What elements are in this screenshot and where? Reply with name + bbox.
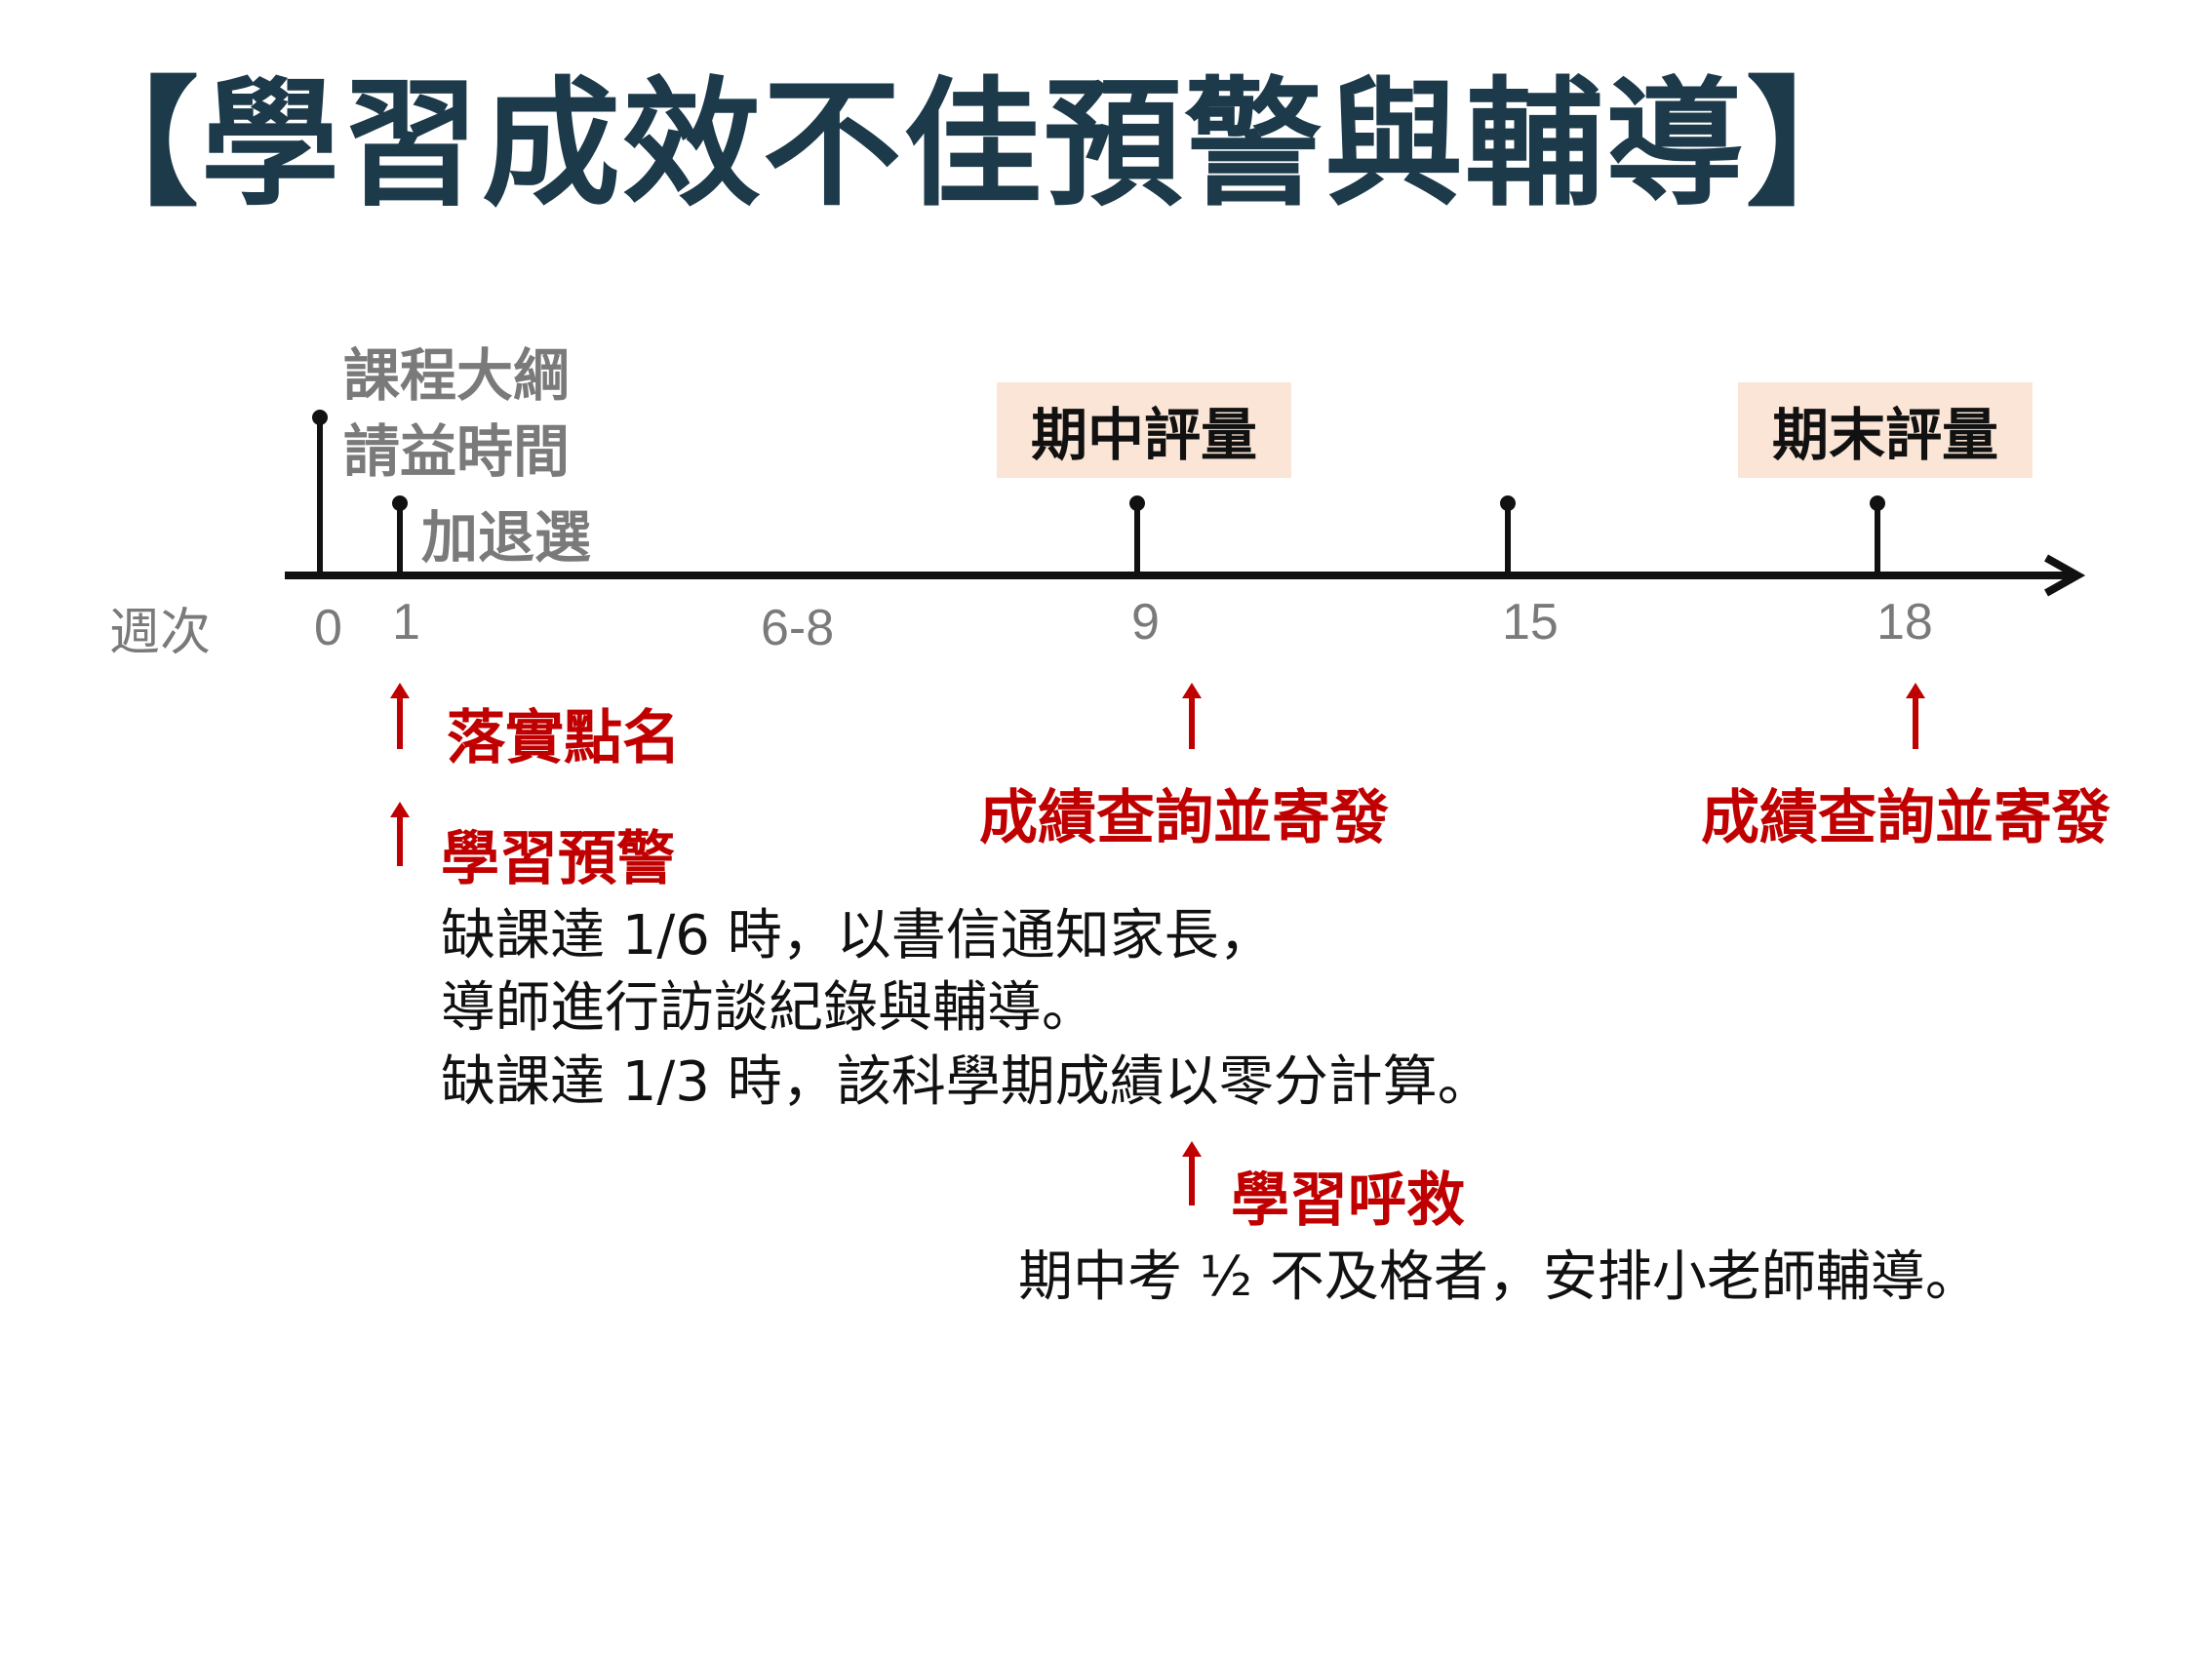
box-midterm: 期中評量 (997, 382, 1291, 478)
timeline-arrowhead (2044, 554, 2086, 597)
tick-label-0: 0 (314, 600, 342, 656)
action-attendance: 落實點名 (447, 704, 681, 772)
tick-label-18: 18 (1876, 594, 1933, 651)
pin-week-1 (392, 495, 408, 575)
pin-week-15 (1500, 495, 1516, 575)
action-rescue: 學習呼救 (1231, 1166, 1465, 1235)
box-final: 期末評量 (1738, 382, 2033, 478)
page-title: 【學習成效不佳預警與輔導】 (60, 64, 1886, 225)
warning-text-line2: 導師進行訪談紀錄與輔導。 (441, 976, 1096, 1040)
up-arrow-warning (390, 802, 410, 866)
up-arrow-attendance (390, 683, 410, 749)
action-grades-final: 成績查詢並寄發 (1701, 784, 2111, 852)
action-warning: 學習預警 (441, 825, 675, 893)
tick-label-15: 15 (1502, 594, 1559, 651)
up-arrow-rescue (1182, 1141, 1202, 1205)
label-office-hours: 請益時間 (343, 418, 571, 485)
rescue-text: 期中考 ½ 不及格者，安排小老師輔導。 (1018, 1245, 1980, 1309)
action-grades-mid: 成績查詢並寄發 (979, 784, 1389, 852)
warning-text-line3: 缺課達 1/3 時，該科學期成績以零分計算。 (441, 1050, 1492, 1114)
label-add-drop: 加退選 (421, 504, 592, 571)
tick-label-6-8: 6-8 (761, 600, 835, 656)
tick-label-9: 9 (1131, 594, 1160, 651)
warning-text-line1: 缺課達 1/6 時，以書信通知家長， (441, 904, 1274, 968)
up-arrow-grades-mid (1182, 683, 1202, 749)
pin-week-0 (312, 410, 328, 575)
axis-label-week: 週次 (109, 604, 212, 662)
pin-week-9 (1129, 495, 1145, 575)
pin-week-18 (1870, 495, 1885, 575)
tick-label-1: 1 (392, 594, 420, 651)
up-arrow-grades-final (1906, 683, 1925, 749)
label-syllabus: 課程大綱 (343, 342, 571, 409)
